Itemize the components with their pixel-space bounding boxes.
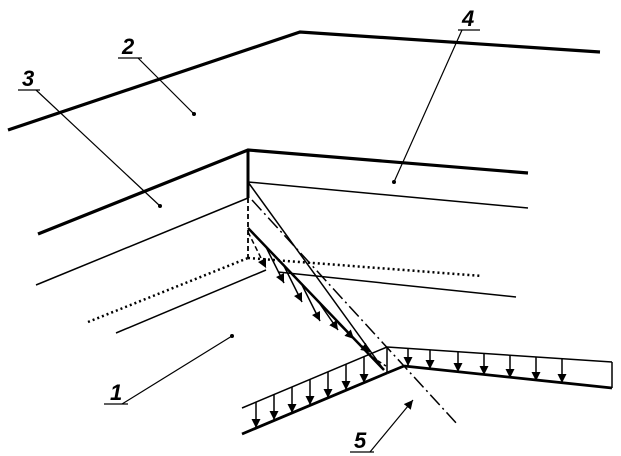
right-load-base bbox=[386, 364, 405, 375]
diagonal-load-baseline bbox=[247, 227, 385, 371]
leader-3-dot bbox=[158, 204, 162, 208]
leader-4 bbox=[393, 29, 463, 183]
diagonal-load-arrow bbox=[265, 246, 285, 284]
right-base-line bbox=[277, 271, 517, 298]
right-load bbox=[386, 346, 613, 390]
diagonal-load-arrow bbox=[247, 231, 267, 269]
leader-4-dot bbox=[392, 180, 396, 184]
right-face-line-upper bbox=[247, 181, 529, 209]
diagonal-load bbox=[247, 227, 387, 371]
left-base-line bbox=[115, 269, 267, 334]
label-5: 5 bbox=[354, 428, 367, 453]
diagonal-load-arrow bbox=[283, 265, 303, 303]
label-2: 2 bbox=[121, 34, 135, 59]
label-4: 4 bbox=[461, 6, 474, 31]
leader-5 bbox=[369, 399, 414, 453]
dash-dot-axis bbox=[251, 199, 459, 426]
left-load bbox=[241, 346, 388, 436]
middle-block-top-edge bbox=[37, 148, 529, 236]
leader-1-dot bbox=[230, 334, 234, 338]
leader-2-dot bbox=[192, 112, 196, 116]
leaders bbox=[18, 29, 480, 453]
diagonal-load-short bbox=[371, 356, 387, 367]
top-surface-edge bbox=[7, 30, 601, 132]
diagonal-load-arrow bbox=[319, 303, 339, 331]
valley-line bbox=[247, 181, 385, 371]
right-dotted-edge bbox=[247, 256, 483, 278]
label-1: 1 bbox=[110, 380, 122, 405]
diagonal-load-arrow bbox=[337, 322, 355, 340]
label-3: 3 bbox=[22, 66, 34, 91]
diagonal-load-arrow bbox=[301, 284, 321, 322]
leader-2 bbox=[137, 57, 195, 115]
left-load-top bbox=[241, 346, 388, 409]
leader-1 bbox=[121, 335, 233, 405]
left-face-line-upper bbox=[35, 197, 249, 286]
leader-3 bbox=[35, 89, 161, 207]
right-load-base bbox=[403, 364, 613, 390]
left-dotted-edge bbox=[87, 256, 249, 324]
right-load-top bbox=[386, 346, 613, 363]
diagonal-load-arrow bbox=[355, 340, 371, 353]
left-load-base bbox=[241, 371, 388, 436]
